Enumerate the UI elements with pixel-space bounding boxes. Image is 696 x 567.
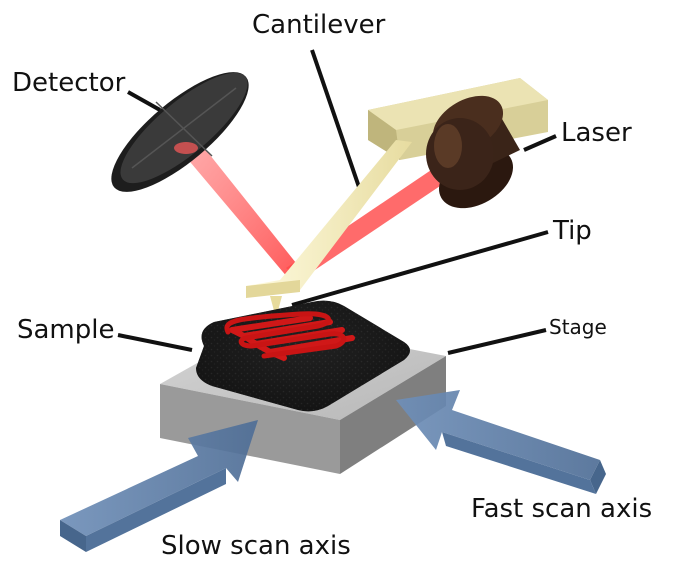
slow-scan-axis-label: Slow scan axis <box>161 531 351 561</box>
tip-leader-line <box>291 230 549 307</box>
cantilever-leader-line <box>310 49 362 191</box>
laser-head <box>426 95 520 209</box>
stage-leader-line <box>447 328 547 355</box>
tip-label: Tip <box>553 216 592 246</box>
detector <box>111 72 249 192</box>
laser-leader-line <box>523 134 557 152</box>
fast-scan-arrow <box>396 390 606 494</box>
cantilever-label: Cantilever <box>252 10 386 40</box>
detector-leader-line <box>127 90 161 112</box>
sample-leader-line <box>117 333 193 352</box>
stage-label: Stage <box>549 315 607 339</box>
detector-label: Detector <box>12 68 126 98</box>
laser-label: Laser <box>561 118 632 148</box>
slow-scan-arrow <box>60 420 258 552</box>
laser-beam-reflected <box>180 140 300 278</box>
cantilever-arm <box>246 140 412 318</box>
sample-label: Sample <box>17 315 115 345</box>
probe-tip <box>270 296 282 318</box>
fast-scan-axis-label: Fast scan axis <box>471 494 653 524</box>
sample <box>196 300 410 412</box>
